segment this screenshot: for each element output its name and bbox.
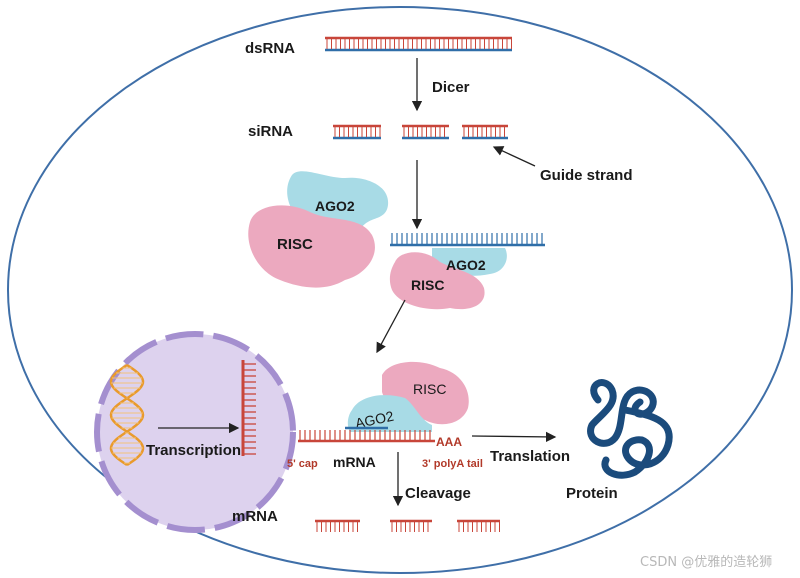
ago2-label-a: AGO2 xyxy=(315,198,355,214)
dna-helix xyxy=(109,363,145,467)
sirna-label: siRNA xyxy=(248,123,293,140)
ago2-protein-c xyxy=(347,395,432,432)
dsrna-duplex xyxy=(325,36,512,52)
protein-label: Protein xyxy=(566,485,618,502)
risc-label-b: RISC xyxy=(411,277,444,293)
translation-arrow xyxy=(471,431,557,443)
target-mrna xyxy=(298,426,435,443)
ago2-label-b: AGO2 xyxy=(446,257,486,273)
translation-label: Translation xyxy=(490,448,570,465)
risc-label-a: RISC xyxy=(277,236,313,253)
watermark: CSDN @优雅的造轮狮 xyxy=(640,554,772,570)
polya-tail-label: 3' polyA tail xyxy=(422,458,483,470)
nuclear-mrna xyxy=(241,360,256,456)
dsrna-label: dsRNA xyxy=(245,40,295,57)
targeting-arrow xyxy=(376,299,406,354)
risc-complex-a xyxy=(248,205,375,288)
guide-strand-label: Guide strand xyxy=(540,167,633,184)
ago2-label-c: AGO2 xyxy=(354,408,396,432)
risc-complex-b xyxy=(389,252,485,310)
mrna-fragments xyxy=(315,519,500,532)
risc-label-c: RISC xyxy=(413,381,446,397)
guide-strand-arrow xyxy=(492,146,536,167)
dicer-label: Dicer xyxy=(432,79,470,96)
transcription-label: Transcription xyxy=(146,442,241,459)
cleavage-label: Cleavage xyxy=(405,485,471,502)
mrna-nucleus-label: mRNA xyxy=(232,508,278,525)
sirna-duplexes xyxy=(333,124,508,140)
aaa-label: AAA xyxy=(436,435,462,449)
guide-strand xyxy=(390,233,545,247)
five-cap-label: 5' cap xyxy=(287,458,318,470)
protein-icon xyxy=(587,379,673,479)
mrna-label: mRNA xyxy=(333,454,376,470)
